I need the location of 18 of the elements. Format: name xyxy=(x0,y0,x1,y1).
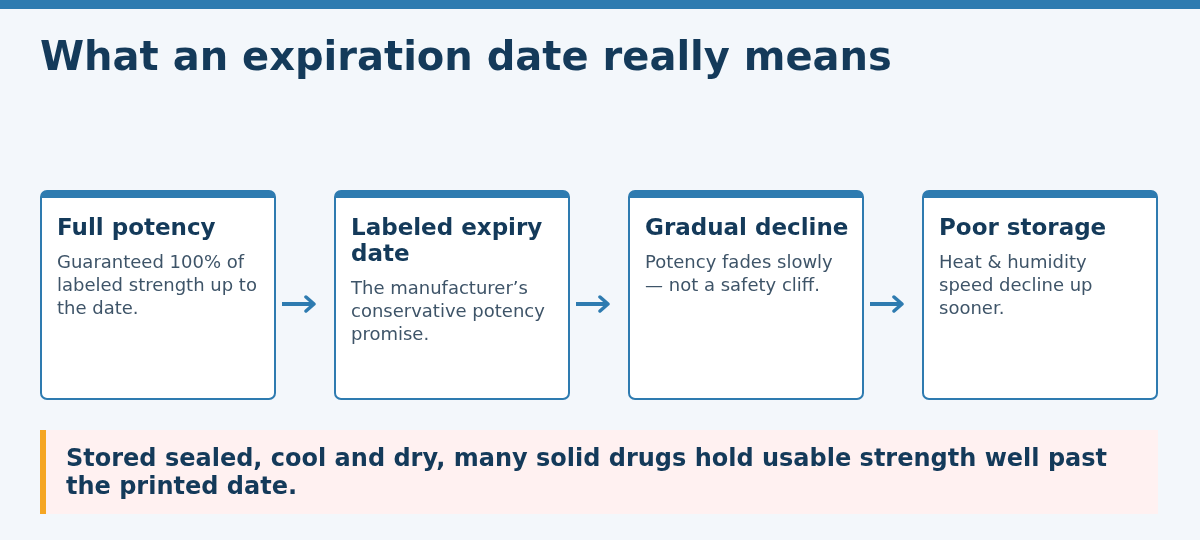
arrow xyxy=(576,295,610,313)
callout-band xyxy=(40,430,1158,514)
step-card xyxy=(334,190,570,400)
card-heading: Full potency xyxy=(57,214,217,240)
callout-text: Stored sealed, cool and dry, many solid drugs hold usable strength well past the printed date. xyxy=(66,444,1109,500)
card-heading: Labeled expiry date xyxy=(351,214,544,266)
arrow xyxy=(282,295,316,313)
arrow xyxy=(870,295,904,313)
card-body: Guaranteed 100% of labeled strength up to the date. xyxy=(57,249,258,319)
card-heading: Gradual decline xyxy=(645,214,850,240)
title: What an expiration date really means xyxy=(40,32,892,81)
card-body: Potency fades slowly — not a safety cliff. xyxy=(645,249,834,296)
card-body: The manufacturer’s conservative potency promise. xyxy=(351,275,546,345)
step-card xyxy=(40,190,276,400)
step-card xyxy=(628,190,864,400)
card-body: Heat & humidity speed decline up sooner. xyxy=(939,249,1094,319)
card-heading: Poor storage xyxy=(939,214,1108,240)
step-card xyxy=(922,190,1158,400)
